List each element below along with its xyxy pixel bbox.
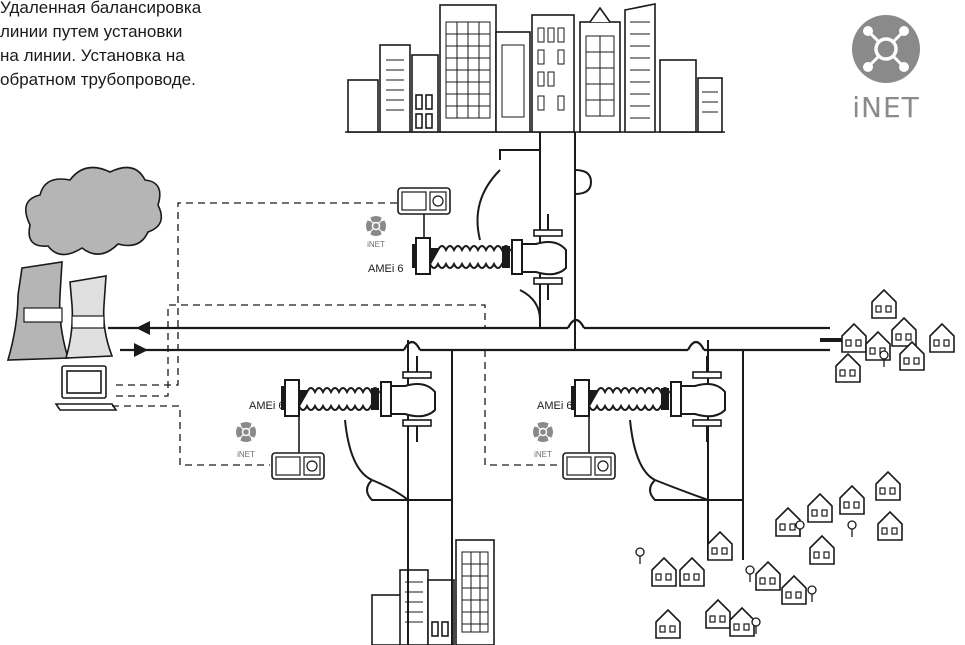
inet-badge-label: iNET: [367, 240, 385, 249]
inet-badge-label: iNET: [534, 450, 552, 459]
city-skyline-top: [345, 3, 725, 133]
actuator-label-2: AMEi 6: [249, 400, 284, 412]
controller-2: [271, 452, 325, 480]
valve-assembly-2: [280, 355, 436, 443]
caption: Удаленная балансировка линии путем устан…: [0, 0, 300, 92]
return-arrow-icon: [136, 321, 150, 335]
inet-badge-icon: [235, 421, 257, 443]
valve-assembly-1: [411, 213, 567, 301]
city-skyline-bottom: [371, 539, 495, 645]
inet-brand-badge: iNET: [846, 14, 926, 124]
computer-terminal: [54, 365, 118, 411]
controller-3: [562, 452, 616, 480]
caption-line: обратном трубопроводе.: [0, 70, 196, 89]
valve-assembly-3: [570, 355, 726, 443]
inet-badge-label: iNET: [237, 450, 255, 459]
main-pipelines: [108, 318, 830, 352]
brand-label: iNET: [852, 91, 920, 124]
residential-area-bottom: [635, 471, 903, 639]
caption-line: на линии. Установка на: [0, 46, 185, 65]
network-hub-icon: [852, 15, 920, 83]
caption-line: Удаленная балансировка: [0, 0, 202, 17]
inet-badge-icon: [532, 421, 554, 443]
signal-lines: [112, 202, 560, 466]
controller-1: [397, 187, 451, 215]
actuator-label-1: AMEi 6: [368, 263, 403, 275]
caption-line: линии путем установки: [0, 22, 183, 41]
actuator-label-3: AMEi 6: [537, 400, 572, 412]
residential-area-right: [820, 289, 955, 383]
power-plant: [6, 166, 163, 361]
inet-badge-icon: [365, 215, 387, 237]
supply-arrow-icon: [134, 343, 148, 357]
